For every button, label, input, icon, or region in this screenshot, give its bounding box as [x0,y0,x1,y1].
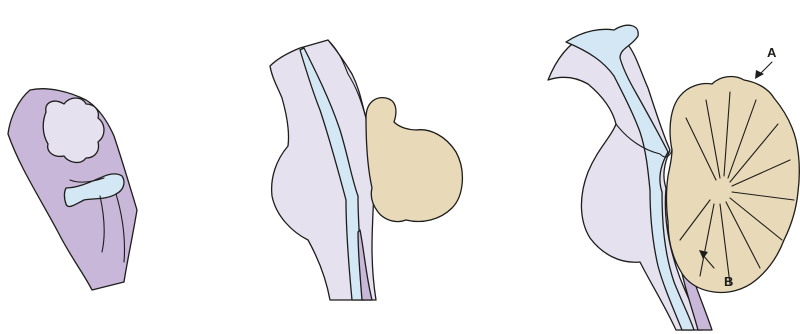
label-a-group: A [755,45,777,79]
panel-late-stage [548,25,799,330]
midbrain-bulge-early [43,98,104,162]
cerebellum-intermediate [366,98,462,222]
label-a: A [767,45,777,60]
panel-intermediate-stage [270,40,462,300]
cerebellum-late [667,77,800,293]
panel-early-stage [8,89,137,290]
label-b: B [724,274,733,289]
